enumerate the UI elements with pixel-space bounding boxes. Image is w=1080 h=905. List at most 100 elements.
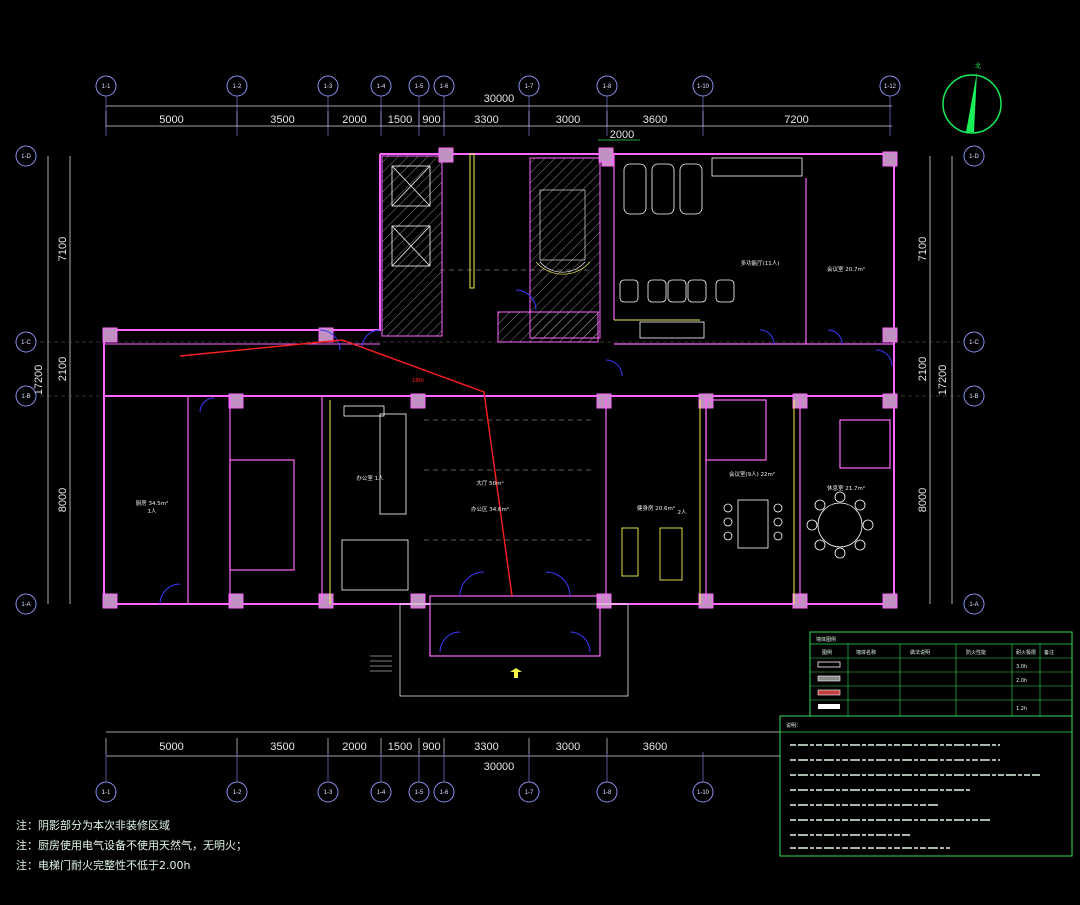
room-label-hall-sub: 办公区 34.6m²: [471, 505, 509, 513]
glass-partitions: [329, 153, 795, 604]
interior-partitions: [187, 154, 894, 604]
row-axis-label-1-0: 1-C: [21, 340, 31, 346]
top-axis-circle-9: [879, 75, 901, 97]
room-label-multipurpose-sub: 会议室 20.7m²: [827, 265, 865, 273]
row-axis-circle-0-1: [963, 145, 985, 167]
column-9: [882, 393, 898, 409]
legend-cell-0-4: 3.0h: [1016, 664, 1027, 670]
elevator-cars: [391, 165, 431, 267]
top-axis-circle-5: [433, 75, 455, 97]
top-axis-label-7: 1-8: [603, 84, 612, 90]
bottom-axis-circle-2: [317, 781, 339, 803]
legend-header-3: 防火性能: [966, 649, 986, 656]
legend-values: 3.0h2.0h1.2h: [1016, 664, 1027, 712]
bottom-axis-label-6: 1-7: [525, 790, 534, 796]
top-axis-label-2: 1-3: [324, 84, 333, 90]
room-label-kitchen-sub: 1人: [148, 508, 157, 515]
bottom-dim-label-1: 3500: [270, 741, 294, 753]
furniture-meeting-table: [723, 499, 783, 549]
top-axis-label-0: 1-1: [102, 84, 111, 90]
top-axis-label-9: 1-12: [884, 84, 897, 90]
room-label-gym: 健身房 20.6m²: [637, 504, 675, 512]
overall-depth-right: 17200: [937, 365, 949, 396]
top-dim-label-2: 2000: [342, 114, 366, 126]
legend-header-4: 耐火极限: [1016, 649, 1036, 656]
bottom-axis-label-2: 1-3: [324, 790, 333, 796]
column-13: [410, 593, 426, 609]
top-axis-label-6: 1-7: [525, 84, 534, 90]
room-label-multipurpose: 多功能厅(11人): [741, 259, 780, 267]
legend-header-0: 图例: [822, 649, 832, 656]
column-3: [410, 393, 426, 409]
column-10: [102, 593, 118, 609]
top-dim-label-5: 3300: [474, 114, 498, 126]
top-dim-label-3: 1500: [388, 114, 412, 126]
legend-header-1: 墙体名称: [856, 649, 876, 656]
column-7: [882, 327, 898, 343]
top-axis-label-1: 1-2: [233, 84, 242, 90]
overall-depth-left: 17200: [33, 365, 45, 396]
row-axis-circle-2-1: [963, 385, 985, 407]
bottom-axis-circle-4: [408, 781, 430, 803]
top-axis-circle-1: [226, 75, 248, 97]
top-axis-circle-8: [692, 75, 714, 97]
legend-headers: 图例墙体名称做法说明防火性能耐火极限备注: [822, 649, 1054, 656]
row-axis-circle-2-0: [15, 385, 37, 407]
row-axis-label-3-1: 1-A: [969, 602, 978, 608]
bottom-dim-label-4: 900: [422, 741, 440, 753]
left_dimensions-label-1: 2100: [57, 357, 69, 381]
north-compass: 北: [942, 62, 1002, 134]
top-axis-label-3: 1-4: [377, 84, 386, 90]
bottom-axis-label-4: 1-5: [415, 790, 424, 796]
room-label-lounge: 休息室 21.7m²: [827, 484, 865, 492]
row-axis-circle-1-0: [15, 331, 37, 353]
bottom-dim-label-3: 1500: [388, 741, 412, 753]
right_dimensions-label-1: 2100: [917, 357, 929, 381]
column-4: [596, 393, 612, 409]
room-label-gym-sub: 2人: [678, 509, 687, 516]
general-notes: 注：阴影部分为本次非装修区域 注：厨房使用电气设备不使用天然气，无明火； 注：电…: [16, 818, 247, 872]
top-axis-label-8: 1-10: [697, 84, 710, 90]
top-dim-label-4: 900: [422, 114, 440, 126]
bottom-axis-label-0: 1-1: [102, 790, 111, 796]
bottom-dim-label-0: 5000: [159, 741, 183, 753]
top-axis-circle-6: [518, 75, 540, 97]
remarks-box: 说明：: [779, 715, 1073, 857]
furniture-kitchen: [341, 405, 409, 591]
row-axis-circle-1-1: [963, 331, 985, 353]
route-label: 18m: [412, 378, 424, 384]
top-dim-label-7: 3600: [643, 114, 667, 126]
bottom-axis-label-7: 1-8: [603, 790, 612, 796]
column-12: [318, 593, 334, 609]
right_dimensions-label-0: 7100: [917, 237, 929, 261]
compass-label: 北: [975, 62, 981, 70]
stair-core: [535, 189, 591, 275]
right_dimensions-label-2: 8000: [917, 488, 929, 512]
furniture-round-table: [806, 491, 874, 559]
entrance-vestibule: [399, 595, 629, 697]
row-axis-circle-0-0: [15, 145, 37, 167]
partial-dimension: 2000: [610, 129, 634, 141]
bottom-dim-label-6: 3000: [556, 741, 580, 753]
room-label-hall: 大厅 50m²: [476, 479, 503, 487]
note-3: 注：电梯门耐火完整性不低于2.00h: [16, 858, 190, 872]
bottom-axis-circle-7: [596, 781, 618, 803]
bottom-axis-label-8: 1-10: [697, 790, 710, 796]
top-axis-circle-4: [408, 75, 430, 97]
furniture-gym: [621, 527, 683, 581]
top-axis-circle-0: [95, 75, 117, 97]
row-axis-label-0-0: 1-D: [21, 154, 31, 160]
doors: [159, 289, 893, 653]
overall-width-top: 30000: [484, 93, 515, 105]
bottom-dim-label-2: 2000: [342, 741, 366, 753]
side-dimension-lines: [47, 156, 953, 604]
room-label-kitchen: 厨房 34.5m²: [136, 499, 169, 507]
column-17: [882, 593, 898, 609]
bottom-axis-circle-5: [433, 781, 455, 803]
